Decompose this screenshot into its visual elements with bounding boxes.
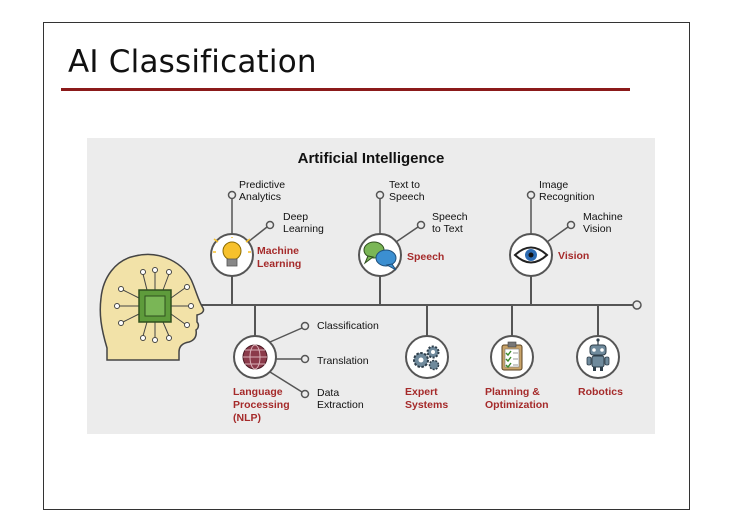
robot-icon <box>586 338 610 371</box>
axis-end-node <box>632 300 642 310</box>
diagram-title: Artificial Intelligence <box>298 150 445 167</box>
branch-robotics: Robotics <box>576 305 623 398</box>
sub-label: Extraction <box>317 399 364 411</box>
head-icon <box>99 253 205 361</box>
branch-vision: Image Recognition Machine Vision Vision <box>509 179 623 305</box>
sub-label: Analytics <box>239 191 281 203</box>
diagram-canvas: Artificial Intelligence <box>99 150 642 424</box>
branch-label: Planning & <box>485 386 540 398</box>
branch-label: Expert <box>405 386 438 398</box>
branch-expert-systems: Expert Systems <box>405 305 449 411</box>
gears-icon <box>413 345 440 371</box>
branch-label: (NLP) <box>233 412 261 424</box>
slide-title: AI Classification <box>68 44 317 80</box>
branch-nlp: Classification Translation Data Extracti… <box>233 305 379 424</box>
branch-label: Robotics <box>578 386 623 398</box>
eye-icon <box>513 246 549 264</box>
sub-label: Translation <box>317 355 369 367</box>
sub-label: Speech <box>432 211 468 223</box>
clipboard-checklist-icon <box>501 341 523 371</box>
ai-diagram: Artificial Intelligence <box>87 138 655 434</box>
branch-label: Processing <box>233 399 290 411</box>
sub-label: Image <box>539 179 568 191</box>
title-rule <box>61 88 630 91</box>
branch-label: Systems <box>405 399 448 411</box>
sub-label: Learning <box>283 223 324 235</box>
sub-label: Deep <box>283 211 308 223</box>
sub-label: Speech <box>389 191 425 203</box>
sub-label: to Text <box>432 223 463 235</box>
lightbulb-icon <box>213 237 251 267</box>
branch-machine-learning: Predictive Analytics Deep Learning Machi… <box>210 179 324 305</box>
branch-label: Language <box>233 386 283 398</box>
branch-speech: Text to Speech Speech to Text Speech <box>358 179 468 305</box>
branch-label: Machine <box>257 245 299 257</box>
sub-label: Text to <box>389 179 420 191</box>
sub-label: Data <box>317 387 339 399</box>
sub-label: Recognition <box>539 191 595 203</box>
branch-label: Vision <box>558 250 589 262</box>
branch-label: Speech <box>407 251 444 263</box>
speech-bubbles-icon <box>363 241 397 271</box>
globe-icon <box>242 344 268 370</box>
sub-label: Vision <box>583 223 612 235</box>
branch-planning: Planning & Optimization <box>485 305 549 411</box>
branch-label: Learning <box>257 258 301 270</box>
branch-label: Optimization <box>485 399 549 411</box>
sub-label: Predictive <box>239 179 285 191</box>
sub-label: Machine <box>583 211 623 223</box>
sub-label: Classification <box>317 320 379 332</box>
